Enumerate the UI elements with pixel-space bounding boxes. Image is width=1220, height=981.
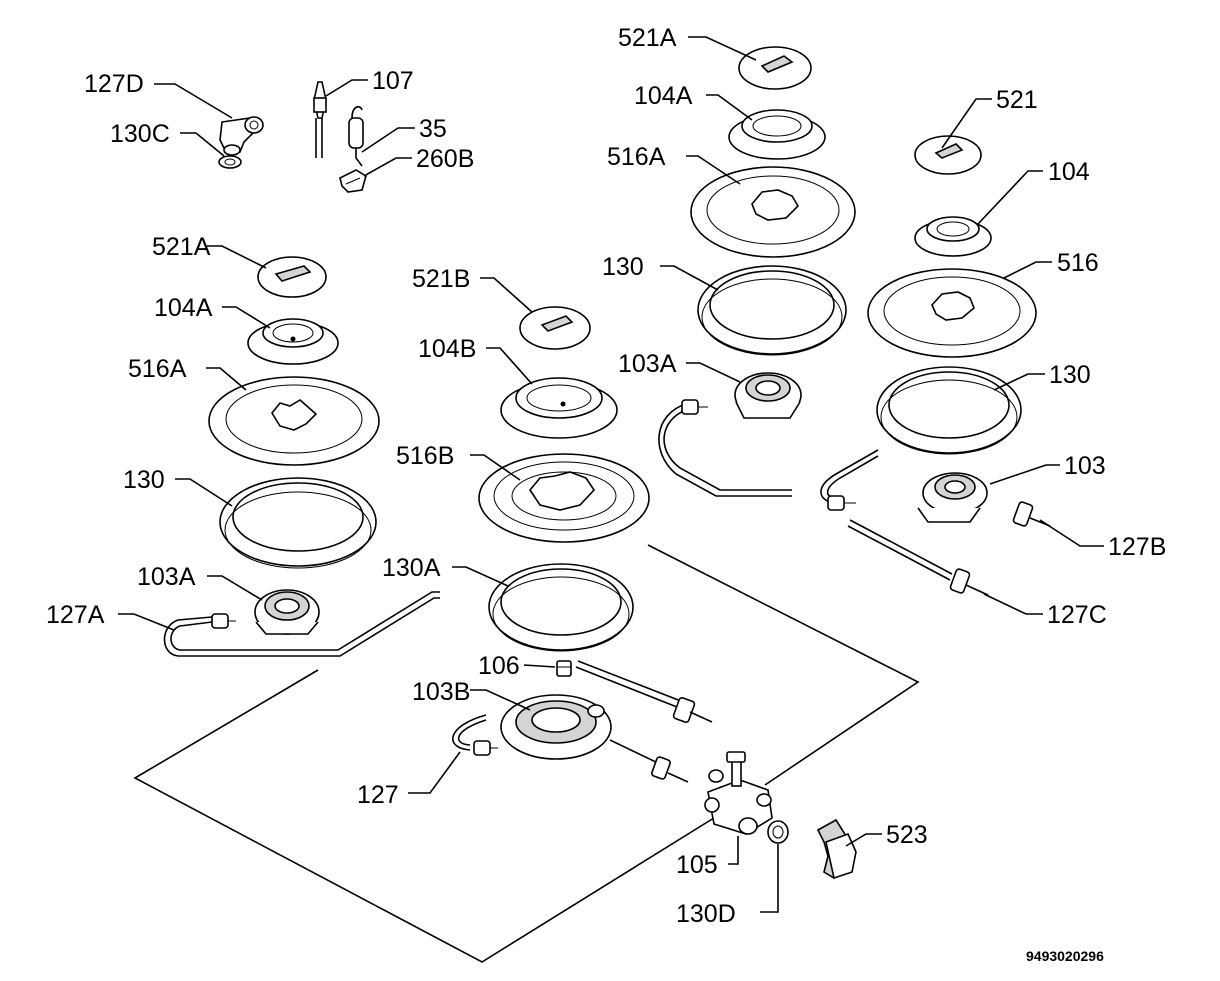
seal-ring-130-topmid [697, 265, 847, 356]
label-130d: 130D [676, 900, 736, 928]
label-103b: 103B [412, 678, 470, 706]
label-105: 105 [676, 851, 718, 879]
seal-ring-130-left [219, 477, 377, 569]
label-103a-left: 103A [137, 563, 196, 591]
clip-523 [816, 818, 857, 880]
label-521a-top: 521A [618, 24, 677, 52]
burner-cap-521 [914, 135, 982, 175]
label-521b: 521B [412, 265, 470, 293]
gas-pipe-127a [163, 591, 440, 657]
burner-body-103b [500, 694, 612, 760]
burner-cap-521a-left [257, 256, 327, 298]
label-104b: 104B [418, 335, 476, 363]
label-127: 127 [357, 781, 399, 809]
seal-ring-130a [488, 563, 634, 652]
seal-washer-130c [218, 155, 242, 169]
label-127b: 127B [1108, 533, 1166, 561]
label-516b: 516B [396, 442, 454, 470]
clip-260b [339, 169, 367, 193]
gas-pipe-127c [847, 519, 989, 596]
enamel-cap-516a-left [208, 376, 380, 466]
label-127d: 127D [84, 70, 144, 98]
burner-cap-521b [519, 306, 591, 350]
label-103: 103 [1064, 452, 1106, 480]
label-130-left: 130 [123, 466, 165, 494]
gas-elbow-connector-127d [219, 116, 264, 156]
flame-spreader-104a-left [247, 318, 339, 365]
label-107: 107 [372, 67, 414, 95]
label-523: 523 [886, 821, 928, 849]
label-104: 104 [1048, 158, 1090, 186]
hob-outline [133, 544, 920, 963]
leader-lines [118, 36, 1104, 913]
document-number: 9493020296 [1026, 948, 1104, 964]
gas-tube-to-tap [575, 660, 713, 783]
flame-spreader-104b [500, 377, 618, 439]
seal-ring-130-right [876, 366, 1022, 455]
label-103a-top: 103A [618, 350, 677, 378]
burner-cap-521a-top [738, 46, 812, 90]
label-130-topmid: 130 [602, 253, 644, 281]
label-130c: 130C [110, 120, 170, 148]
label-521: 521 [996, 86, 1038, 114]
enamel-cap-516 [867, 268, 1037, 358]
label-127a: 127A [46, 601, 105, 629]
label-260b: 260B [416, 145, 474, 173]
flame-spreader-104a-top [728, 109, 826, 160]
burner-body-103a-top [734, 372, 802, 419]
burner-body-103 [917, 472, 988, 523]
part-labels: 127D 130C 107 35 260B 521A 104A 516A 521… [46, 24, 1166, 964]
label-106: 106 [478, 652, 520, 680]
label-130a: 130A [382, 554, 441, 582]
label-127c: 127C [1047, 601, 1107, 629]
burner-body-103a-left [254, 589, 320, 635]
label-516: 516 [1057, 249, 1099, 277]
label-35: 35 [419, 115, 447, 143]
enamel-cap-516b [478, 453, 650, 543]
injector-106 [556, 660, 572, 677]
enamel-cap-516a-top [690, 166, 856, 258]
label-516a-top: 516A [607, 143, 666, 171]
thermocouple-107 [313, 81, 327, 158]
label-104a-left: 104A [154, 294, 213, 322]
gas-pipe-127 [452, 714, 498, 756]
washer-130d [767, 820, 789, 844]
gas-tap-105 [704, 751, 773, 835]
label-104a-top: 104A [634, 82, 693, 110]
gas-pipe-127b [820, 449, 1051, 527]
flame-spreader-104 [914, 216, 992, 257]
label-516a-left: 516A [128, 355, 187, 383]
label-521a-left: 521A [152, 233, 211, 261]
ignition-electrode-35 [348, 105, 364, 167]
label-130-right: 130 [1049, 361, 1091, 389]
gas-pipe-top [658, 399, 792, 497]
